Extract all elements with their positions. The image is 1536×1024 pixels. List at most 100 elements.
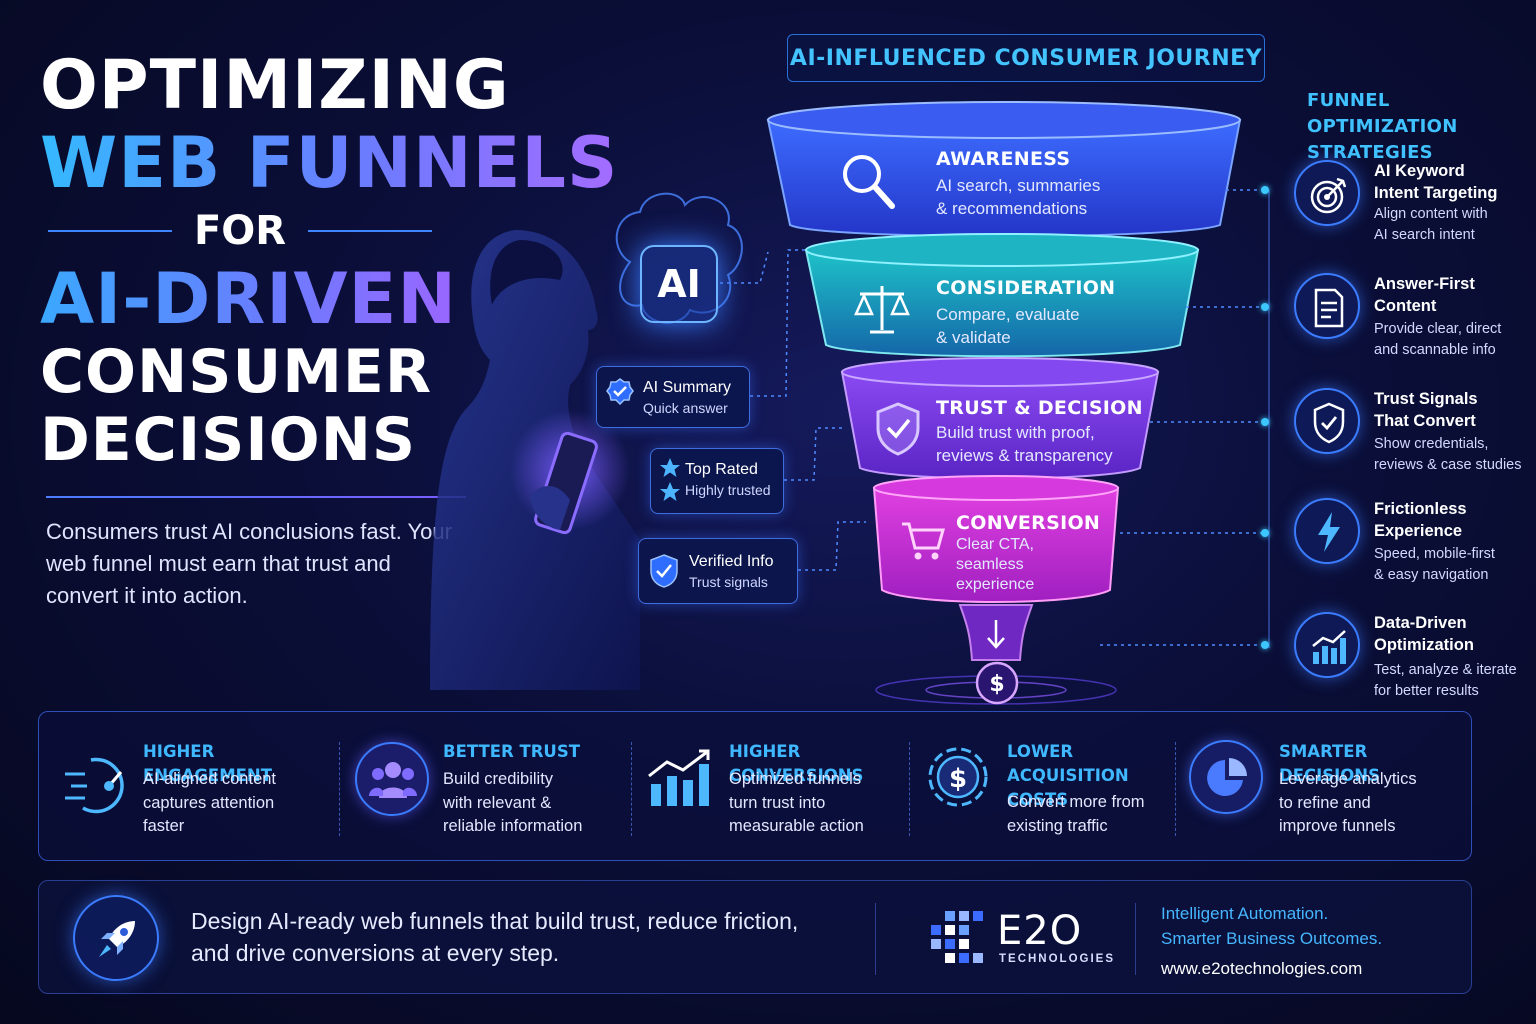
e2o-logo-mark: [931, 911, 983, 963]
card-top-rated: Top Rated Highly trusted: [650, 448, 784, 514]
benefit-desc-line: faster: [143, 817, 185, 835]
benefit-desc-line: Leverage analytics: [1279, 770, 1417, 788]
stage-desc-line: & recommendations: [936, 199, 1088, 218]
strategy-desc-line: Speed, mobile-first: [1374, 546, 1495, 562]
stage-trust-decision: TRUST & DECISION Build trust with proof,…: [936, 397, 1143, 467]
svg-text:$: $: [989, 672, 1004, 697]
strategy-desc-line: Align content with: [1374, 206, 1488, 222]
stage-desc-line: experience: [956, 576, 1035, 593]
title-connector: FOR: [48, 208, 433, 254]
benefit-desc-line: to refine and: [1279, 793, 1371, 812]
stage-desc-line: Clear CTA,: [956, 536, 1034, 553]
strategy-title-line: Answer-First: [1374, 275, 1475, 293]
target-icon: [1310, 177, 1347, 214]
strategy-title-line: Experience: [1374, 522, 1463, 540]
stage-desc-line: AI search, summaries: [936, 176, 1101, 195]
benefit-desc-line: captures attention: [143, 793, 275, 812]
strategy-desc-line: AI search intent: [1374, 227, 1475, 243]
footer-divider: [875, 903, 876, 975]
connector-rule-right: [308, 230, 433, 232]
strategy-title-line: Frictionless: [1374, 500, 1467, 518]
strategy-desc: Show credentials,reviews & case studies: [1374, 434, 1521, 476]
card-ai-summary: AI Summary Quick answer: [596, 366, 750, 428]
benefit-divider: [1175, 742, 1176, 836]
benefit-desc-line: Convert more from: [1007, 793, 1145, 811]
rocket-icon-ring: [73, 895, 159, 981]
strategy-desc: Align content with AI search intent: [1374, 204, 1488, 246]
stage-awareness: AWARENESS AI search, summaries & recomme…: [936, 148, 1100, 220]
strategy-title-line: That Convert: [1374, 412, 1476, 430]
strategy-desc-line: and scannable info: [1374, 342, 1496, 358]
strategy-icon-ring: [1294, 612, 1360, 678]
shield-check-icon: [876, 402, 920, 456]
strategy-title-line: AI Keyword: [1374, 162, 1465, 180]
stage-desc-line: & validate: [936, 328, 1011, 347]
benefit-desc-line: turn trust into: [729, 793, 826, 812]
tagline: Intelligent Automation. Smarter Business…: [1161, 901, 1382, 951]
benefit-title-line: COSTS: [1007, 790, 1069, 809]
title-line-1: OPTIMIZING: [40, 46, 510, 125]
card-verified-info: Verified Info Trust signals: [638, 538, 798, 604]
dollar-icon: $: [975, 661, 1019, 705]
footer-panel: Design AI-ready web funnels that build t…: [38, 880, 1472, 994]
title-connector-text: FOR: [193, 208, 287, 254]
benefit-desc-line: improve funnels: [1279, 817, 1396, 835]
cart-icon: [902, 522, 945, 560]
stage-desc-line: seamless: [956, 556, 1024, 573]
benefit-desc: Build credibility with relevant & reliab…: [443, 768, 582, 839]
benefit-better-trust: BETTER TRUST Build credibility with rele…: [339, 712, 631, 862]
benefit-title: SMARTER DECISIONS: [1279, 742, 1380, 785]
title-divider: [46, 496, 466, 498]
tagline-line: Smarter Business Outcomes.: [1161, 929, 1383, 948]
card-subtitle: Trust signals: [689, 574, 768, 590]
benefit-desc: Convert more from existing traffic: [1007, 791, 1145, 838]
benefit-smarter-decisions: SMARTER DECISIONS Leverage analytics to …: [1175, 712, 1471, 862]
strategies-header-line: STRATEGIES: [1307, 142, 1433, 163]
connector-dot: [1261, 303, 1269, 311]
magnifier-icon: [843, 155, 895, 209]
journey-header: AI-INFLUENCED CONSUMER JOURNEY: [787, 34, 1265, 82]
brand-subtitle: TECHNOLOGIES: [999, 953, 1116, 965]
icon-ring: [355, 742, 429, 816]
strategy-icon-ring: [1294, 498, 1360, 564]
rocket-icon: [99, 921, 135, 957]
benefit-desc: Leverage analytics to refine and improve…: [1279, 768, 1417, 839]
strategies-header: FUNNEL OPTIMIZATION STRATEGIES: [1307, 88, 1536, 166]
stage-desc-line: Compare, evaluate: [936, 305, 1080, 324]
strategy-desc: Provide clear, direct and scannable info: [1374, 319, 1501, 361]
strategy-desc-line: Provide clear, direct: [1374, 321, 1502, 337]
dollar-gear-icon: $: [928, 747, 988, 807]
benefit-divider: [339, 742, 340, 836]
benefit-divider: [909, 742, 910, 836]
strategies-connector-line: [1268, 190, 1270, 648]
strategy-desc-line: for better results: [1374, 683, 1479, 699]
stage-title: AWARENESS: [936, 148, 1071, 170]
footer-message-line: Design AI-ready web funnels that build t…: [191, 908, 799, 934]
shield-check-icon: [650, 554, 678, 588]
strategy-desc-line: Show credentials,: [1374, 436, 1489, 452]
title-line-3: AI-DRIVEN: [40, 258, 457, 340]
benefit-title: HIGHER CONVERSIONS: [729, 742, 864, 785]
speed-gauge-icon: [65, 757, 124, 814]
benefit-higher-conversions: HIGHER CONVERSIONS Optimized funnels tur…: [631, 712, 909, 862]
benefit-desc-line: reliable information: [443, 817, 583, 835]
benefit-title: BETTER TRUST: [443, 742, 580, 761]
footer-message-line: and drive conversions at every step.: [191, 940, 560, 966]
svg-text:$: $: [949, 764, 967, 794]
person-with-phone-illustration: [430, 230, 640, 690]
bar-chart-icon: [1312, 630, 1346, 664]
benefit-desc-line: measurable action: [729, 817, 864, 835]
stage-desc-line: reviews & transparency: [936, 446, 1113, 465]
tagline-line: Intelligent Automation.: [1161, 904, 1329, 923]
benefit-lower-acquisition: $ LOWER ACQUISITION COSTS Convert more f…: [909, 712, 1175, 862]
shield-check-icon: [1313, 402, 1345, 444]
card-title: Top Rated: [685, 461, 758, 478]
strategies-header-line: FUNNEL OPTIMIZATION: [1307, 90, 1458, 137]
website-link[interactable]: www.e2otechnologies.com: [1161, 959, 1363, 978]
